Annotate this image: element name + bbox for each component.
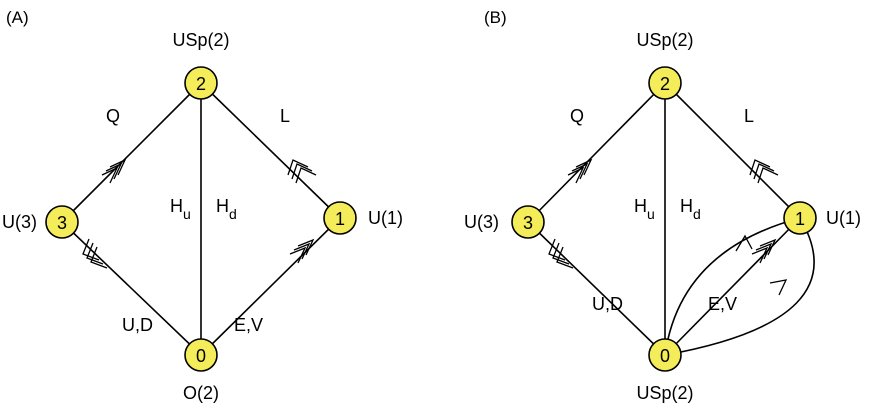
arrow-ud bbox=[82, 238, 108, 269]
label-q: Q bbox=[106, 106, 120, 126]
node-0-circle bbox=[184, 338, 218, 372]
group-label-1: U(1) bbox=[826, 208, 861, 228]
label-hd: Hd bbox=[216, 196, 237, 222]
node-3-number: 3 bbox=[523, 213, 533, 233]
node-2-number: 2 bbox=[196, 74, 206, 94]
label-hd: Hd bbox=[680, 196, 701, 222]
group-label-3: U(3) bbox=[2, 212, 37, 232]
edge-l bbox=[200, 82, 341, 219]
edge-q bbox=[527, 82, 666, 223]
label-hu: Hu bbox=[170, 196, 191, 222]
edge-ev bbox=[664, 217, 801, 356]
node-1: 1 bbox=[323, 201, 357, 235]
arrow-ev bbox=[289, 238, 315, 264]
group-label-1: U(1) bbox=[368, 208, 403, 228]
node-2: 2 bbox=[648, 66, 682, 100]
group-label-2: USp(2) bbox=[172, 30, 229, 50]
node-3-number: 3 bbox=[57, 213, 67, 233]
arrow-q bbox=[101, 158, 127, 184]
edge-ev bbox=[200, 217, 341, 356]
panel-a-label: (A) bbox=[6, 8, 29, 27]
arrow-q bbox=[567, 158, 593, 184]
node-0: 0 bbox=[184, 338, 218, 372]
node-1-number: 1 bbox=[335, 209, 345, 229]
label-l: L bbox=[280, 106, 290, 126]
label-l: L bbox=[744, 106, 754, 126]
edge-ud bbox=[61, 221, 202, 356]
node-0-circle bbox=[648, 338, 682, 372]
label-ev: E,V bbox=[708, 294, 737, 314]
node-1-circle bbox=[323, 201, 357, 235]
node-1-number: 1 bbox=[795, 209, 805, 229]
label-ud: U,D bbox=[592, 294, 623, 314]
group-label-3: U(3) bbox=[464, 212, 499, 232]
label-hu: Hu bbox=[634, 196, 655, 222]
node-3: 3 bbox=[511, 205, 545, 239]
arrow-loop-lower bbox=[769, 279, 788, 296]
group-label-2: USp(2) bbox=[636, 30, 693, 50]
arrow-loop-upper bbox=[735, 234, 753, 252]
node-0-number: 0 bbox=[196, 346, 206, 366]
node-2: 2 bbox=[184, 66, 218, 100]
node-1-circle bbox=[783, 201, 817, 235]
edge-l bbox=[664, 82, 801, 219]
arrow-ev bbox=[751, 238, 777, 264]
edge-q bbox=[61, 82, 202, 223]
node-0: 0 bbox=[648, 338, 682, 372]
arrow-l bbox=[749, 159, 779, 184]
panel-b-label: (B) bbox=[484, 8, 507, 27]
node-3-circle bbox=[45, 205, 79, 239]
panel-b: (B) bbox=[464, 8, 861, 403]
node-2-circle bbox=[648, 66, 682, 100]
label-q: Q bbox=[570, 106, 584, 126]
arrow-ud bbox=[548, 238, 574, 269]
edge-loop-upper bbox=[664, 217, 801, 356]
node-3-circle bbox=[511, 205, 545, 239]
node-0-number: 0 bbox=[660, 346, 670, 366]
label-ud: U,D bbox=[122, 315, 153, 335]
group-label-0: O(2) bbox=[183, 383, 219, 403]
edge-ud bbox=[527, 221, 666, 356]
node-3: 3 bbox=[45, 205, 79, 239]
edge-loop-lower bbox=[664, 217, 815, 356]
group-label-0: USp(2) bbox=[636, 383, 693, 403]
arrow-l bbox=[287, 159, 317, 184]
label-ev: E,V bbox=[234, 315, 263, 335]
node-1: 1 bbox=[783, 201, 817, 235]
node-2-circle bbox=[184, 66, 218, 100]
panel-a: (A) Q L U,D E,V bbox=[2, 8, 403, 403]
node-2-number: 2 bbox=[660, 74, 670, 94]
